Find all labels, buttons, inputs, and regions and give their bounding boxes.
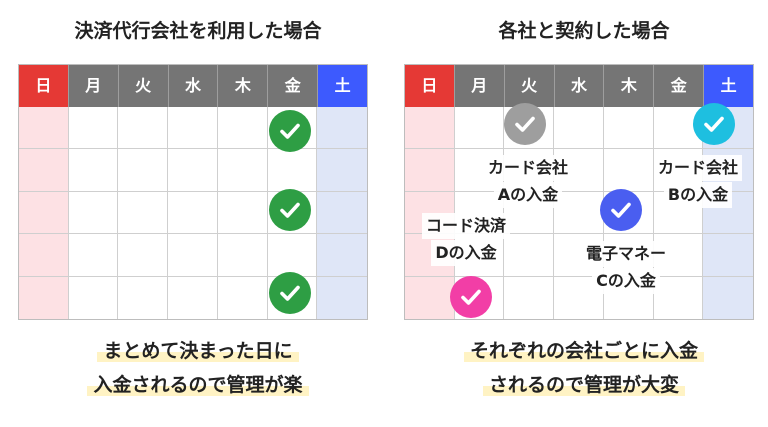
calendar-day-cell — [217, 276, 268, 319]
calendar-day-cell — [217, 191, 268, 235]
calendar-day-cell — [217, 107, 268, 150]
calendar-day-cell — [603, 107, 654, 150]
weekday-thu: 木 — [604, 65, 655, 107]
weekday-mon: 月 — [68, 65, 119, 107]
calendar-day-cell — [168, 276, 218, 319]
calendar-day-cell — [317, 107, 367, 150]
weekday-wed: 水 — [554, 65, 605, 107]
check-circle-icon — [450, 276, 492, 318]
label-code-d-line1: コード決済 — [421, 213, 510, 239]
weekday-thu: 木 — [218, 65, 269, 107]
left-calendar-header: 日 月 火 水 木 金 土 — [19, 65, 368, 107]
label-card-b: カード会社 Bの入金 — [644, 154, 752, 209]
check-circle-icon — [269, 189, 311, 231]
right-caption: それぞれの会社ごとに入金 されるので管理が大変 — [404, 334, 764, 402]
calendar-day-cell — [504, 234, 555, 277]
calendar-day-cell — [118, 276, 169, 319]
calendar-day-cell — [118, 191, 169, 235]
calendar-day-cell — [19, 276, 69, 319]
calendar-day-cell — [405, 107, 455, 150]
right-panel: 各社と契約した場合 日 月 火 水 木 金 土 カード会社 Aの入金 カード会社… — [404, 0, 764, 427]
right-title: 各社と契約した場合 — [498, 20, 670, 42]
label-card-a-line1: カード会社 — [483, 155, 572, 181]
calendar-day-cell — [19, 234, 69, 277]
label-emoney-c-line2: Cの入金 — [592, 268, 660, 294]
calendar-day-cell — [68, 107, 119, 150]
left-caption: まとめて決まった日に 入金されるので管理が楽 — [18, 334, 378, 402]
calendar-day-cell — [554, 191, 604, 235]
weekday-fri: 金 — [268, 65, 319, 107]
calendar-day-cell — [653, 276, 704, 319]
left-panel: 決済代行会社を利用した場合 日 月 火 水 木 金 土 まとめて決まった日に 入… — [18, 0, 378, 427]
weekday-wed: 水 — [168, 65, 219, 107]
calendar-day-cell — [703, 276, 753, 319]
calendar-day-cell — [317, 276, 367, 319]
calendar-day-cell — [118, 234, 169, 277]
calendar-day-cell — [504, 276, 555, 319]
weekday-tue: 火 — [118, 65, 169, 107]
calendar-day-cell — [68, 191, 119, 235]
label-card-a: カード会社 Aの入金 — [474, 154, 582, 209]
right-caption-line1: それぞれの会社ごとに入金 — [463, 340, 704, 362]
calendar-day-cell — [168, 149, 218, 192]
calendar-day-cell — [168, 191, 218, 235]
left-title: 決済代行会社を利用した場合 — [74, 20, 322, 42]
check-circle-icon — [504, 103, 546, 145]
calendar-day-cell — [603, 149, 654, 192]
check-circle-icon — [269, 272, 311, 314]
calendar-day-cell — [68, 234, 119, 277]
check-circle-icon — [269, 110, 311, 152]
weekday-sun: 日 — [405, 65, 455, 107]
calendar-day-cell — [454, 107, 505, 150]
calendar-day-cell — [317, 191, 367, 235]
label-emoney-c-line1: 電子マネー — [581, 241, 670, 267]
calendar-day-cell — [19, 149, 69, 192]
calendar-day-cell — [168, 234, 218, 277]
calendar-day-cell — [118, 149, 169, 192]
left-caption-line1: まとめて決まった日に — [97, 340, 299, 362]
label-code-d: コード決済 Dの入金 — [410, 212, 522, 267]
calendar-day-cell — [405, 276, 455, 319]
calendar-day-cell — [317, 149, 367, 192]
weekday-sun: 日 — [19, 65, 69, 107]
calendar-day-cell — [554, 107, 604, 150]
weekday-mon: 月 — [454, 65, 505, 107]
label-card-b-line1: カード会社 — [653, 155, 742, 181]
calendar-day-cell — [118, 107, 169, 150]
calendar-day-cell — [19, 191, 69, 235]
weekday-sat: 土 — [318, 65, 368, 107]
left-caption-line2: 入金されるので管理が楽 — [87, 374, 309, 396]
left-calendar-grid — [19, 107, 367, 319]
calendar-day-cell — [317, 234, 367, 277]
calendar-day-cell — [68, 276, 119, 319]
calendar-day-cell — [267, 149, 318, 192]
weekday-tue: 火 — [504, 65, 555, 107]
check-circle-icon — [600, 189, 642, 231]
weekday-sat: 土 — [704, 65, 754, 107]
label-code-d-line2: Dの入金 — [431, 240, 501, 266]
calendar-day-cell — [168, 107, 218, 150]
calendar-day-cell — [217, 234, 268, 277]
label-card-b-line2: Bの入金 — [663, 182, 733, 208]
calendar-day-cell — [267, 234, 318, 277]
calendar-day-cell — [68, 149, 119, 192]
calendar-day-cell — [19, 107, 69, 150]
left-calendar: 日 月 火 水 木 金 土 — [18, 64, 368, 320]
calendar-day-cell — [703, 234, 753, 277]
check-circle-icon — [693, 103, 735, 145]
calendar-day-cell — [405, 149, 455, 192]
weekday-fri: 金 — [654, 65, 705, 107]
label-emoney-c: 電子マネー Cの入金 — [568, 240, 684, 295]
calendar-day-cell — [217, 149, 268, 192]
right-calendar-header: 日 月 火 水 木 金 土 — [405, 65, 754, 107]
label-card-a-line2: Aの入金 — [493, 182, 563, 208]
right-caption-line2: されるので管理が大変 — [482, 374, 685, 396]
